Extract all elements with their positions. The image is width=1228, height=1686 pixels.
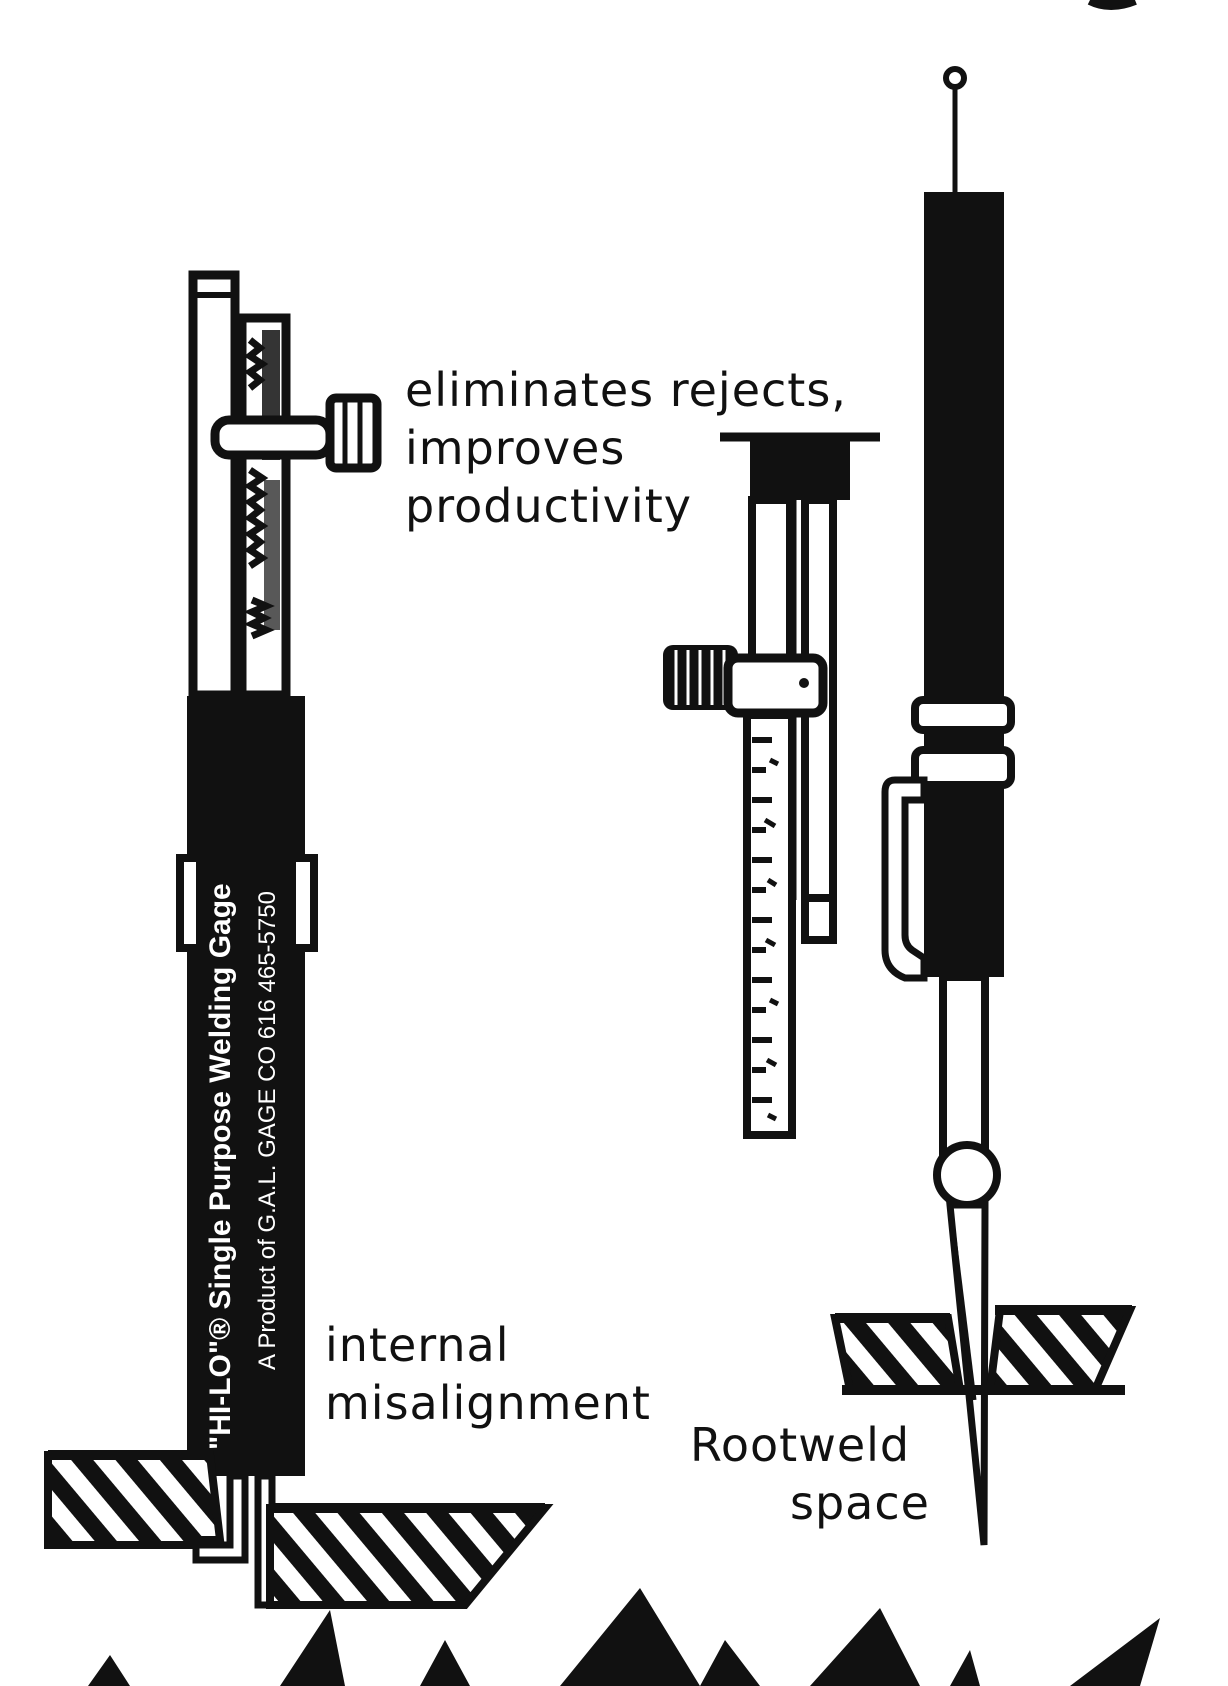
misalignment-caption-line2: misalignment xyxy=(325,1376,651,1430)
rejects-caption-line3: productivity xyxy=(405,479,692,533)
burst-border xyxy=(88,1588,1160,1686)
gage-subtitle-label: A Product of G.A.L. GAGE CO 616 465-5750 xyxy=(254,891,281,1370)
rootweld-gage xyxy=(881,66,1015,1546)
left-pipe-walls xyxy=(44,1450,554,1609)
right-pipe-walls xyxy=(830,1305,1137,1395)
rootweld-caption-line1: Rootweld xyxy=(690,1418,911,1472)
gage-body xyxy=(187,696,305,1476)
rejects-caption-line1: eliminates rejects, xyxy=(405,363,847,417)
corner-mark xyxy=(1087,0,1137,10)
gage-title-label: "HI-LO"® Single Purpose Welding Gage xyxy=(204,883,237,1450)
hi-lo-gage xyxy=(176,270,382,1609)
rejects-gage xyxy=(663,432,880,1139)
rejects-caption-line2: improves xyxy=(405,421,626,475)
misalignment-caption-line1: internal xyxy=(325,1318,510,1372)
rootweld-caption-line2: space xyxy=(790,1476,930,1530)
